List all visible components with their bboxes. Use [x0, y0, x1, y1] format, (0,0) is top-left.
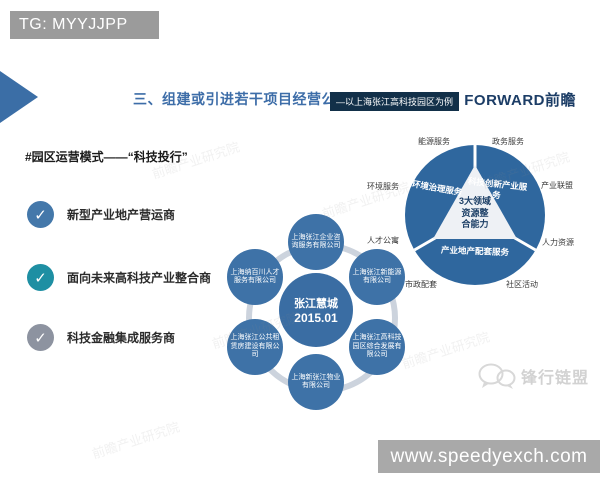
- checkmark-icon: ✓: [27, 264, 54, 291]
- wheel-outer-label: 人才公寓: [367, 236, 399, 245]
- chat-bubbles-icon: [478, 363, 516, 389]
- wheel-outer-label: 环境服务: [367, 182, 399, 191]
- checkmark-icon: ✓: [27, 201, 54, 228]
- list-item-label: 新型产业地产营运商: [67, 208, 176, 222]
- wheel-center-line: 资源整: [461, 207, 489, 218]
- wheel-center-triangle: [433, 165, 517, 239]
- hub-satellite-company: 上海张江高科技园区综合发展有限公司: [349, 319, 405, 375]
- slide-subtitle-tag: —以上海张江高科技园区为例: [330, 92, 460, 111]
- slide-title: 三、组建或引进若干项目经营公司: [133, 91, 351, 107]
- site-url-banner: www.speedyexch.com: [378, 440, 600, 473]
- hub-satellite-company: 上海新张江物业有限公司: [288, 354, 344, 410]
- company-label: 上海张江企业咨询服务有限公司: [291, 233, 341, 249]
- wheel-center-line: 合能力: [461, 219, 489, 230]
- watermark-text: 前瞻产业研究院: [90, 419, 182, 462]
- watermark-logo-text: 锋行链盟: [521, 370, 590, 387]
- hub-center-date: 2015.01: [294, 311, 338, 325]
- wheel-center-line: 3大领域: [458, 196, 491, 206]
- watermark-logo: 锋行链盟: [478, 362, 589, 390]
- section-heading-prefix: #园区运营模式——: [25, 150, 128, 164]
- wheel-outer-label: 产业联盟: [541, 181, 573, 190]
- hub-satellite-company: 上海张江新能源有限公司: [349, 249, 405, 305]
- company-label: 上海张江高科技园区综合发展有限公司: [352, 334, 402, 359]
- checkmark-icon: ✓: [27, 324, 54, 351]
- list-item: ✓ 面向未来高科技产业整合商: [27, 264, 211, 291]
- list-item: ✓ 科技金融集成服务商: [27, 324, 175, 351]
- company-label: 上海新张江物业有限公司: [291, 373, 341, 389]
- hub-satellite-company: 上海纳百川人才服务有限公司: [227, 249, 283, 305]
- capability-wheel: [405, 145, 545, 285]
- tg-contact-banner: TG: MYYJJPP: [10, 11, 159, 39]
- wheel-center-text: 3大领域 资源整 合能力: [445, 196, 505, 231]
- wheel-outer-label: 人力资源: [542, 238, 574, 247]
- hub-center-name: 张江慧城: [294, 298, 338, 310]
- hub-satellite-company: 上海张江企业咨询服务有限公司: [288, 214, 344, 270]
- header-arrow-decoration: [0, 71, 38, 123]
- list-item-label: 面向未来高科技产业整合商: [67, 271, 212, 285]
- hub-satellite-company: 上海张江公共租赁房建设有限公司: [227, 319, 283, 375]
- company-label: 上海纳百川人才服务有限公司: [230, 268, 280, 284]
- company-label: 上海张江新能源有限公司: [352, 268, 402, 284]
- list-item-label: 科技金融集成服务商: [67, 331, 176, 345]
- wheel-outer-label: 政务服务: [492, 137, 524, 146]
- list-item: ✓ 新型产业地产营运商: [27, 201, 175, 228]
- company-label: 上海张江公共租赁房建设有限公司: [230, 334, 280, 359]
- forward-logo: FORWARD前瞻: [464, 92, 576, 109]
- wheel-outer-label: 能源服务: [418, 137, 450, 146]
- section-heading: #园区运营模式——“科技投行”: [25, 148, 188, 165]
- wheel-outer-label: 社区活动: [506, 280, 538, 289]
- watermark-text: 前瞻产业研究院: [150, 139, 242, 182]
- hub-center-circle: 张江慧城 2015.01: [279, 273, 353, 347]
- wheel-outer-label: 市政配套: [405, 280, 437, 289]
- section-heading-emphasis: “科技投行”: [127, 150, 188, 164]
